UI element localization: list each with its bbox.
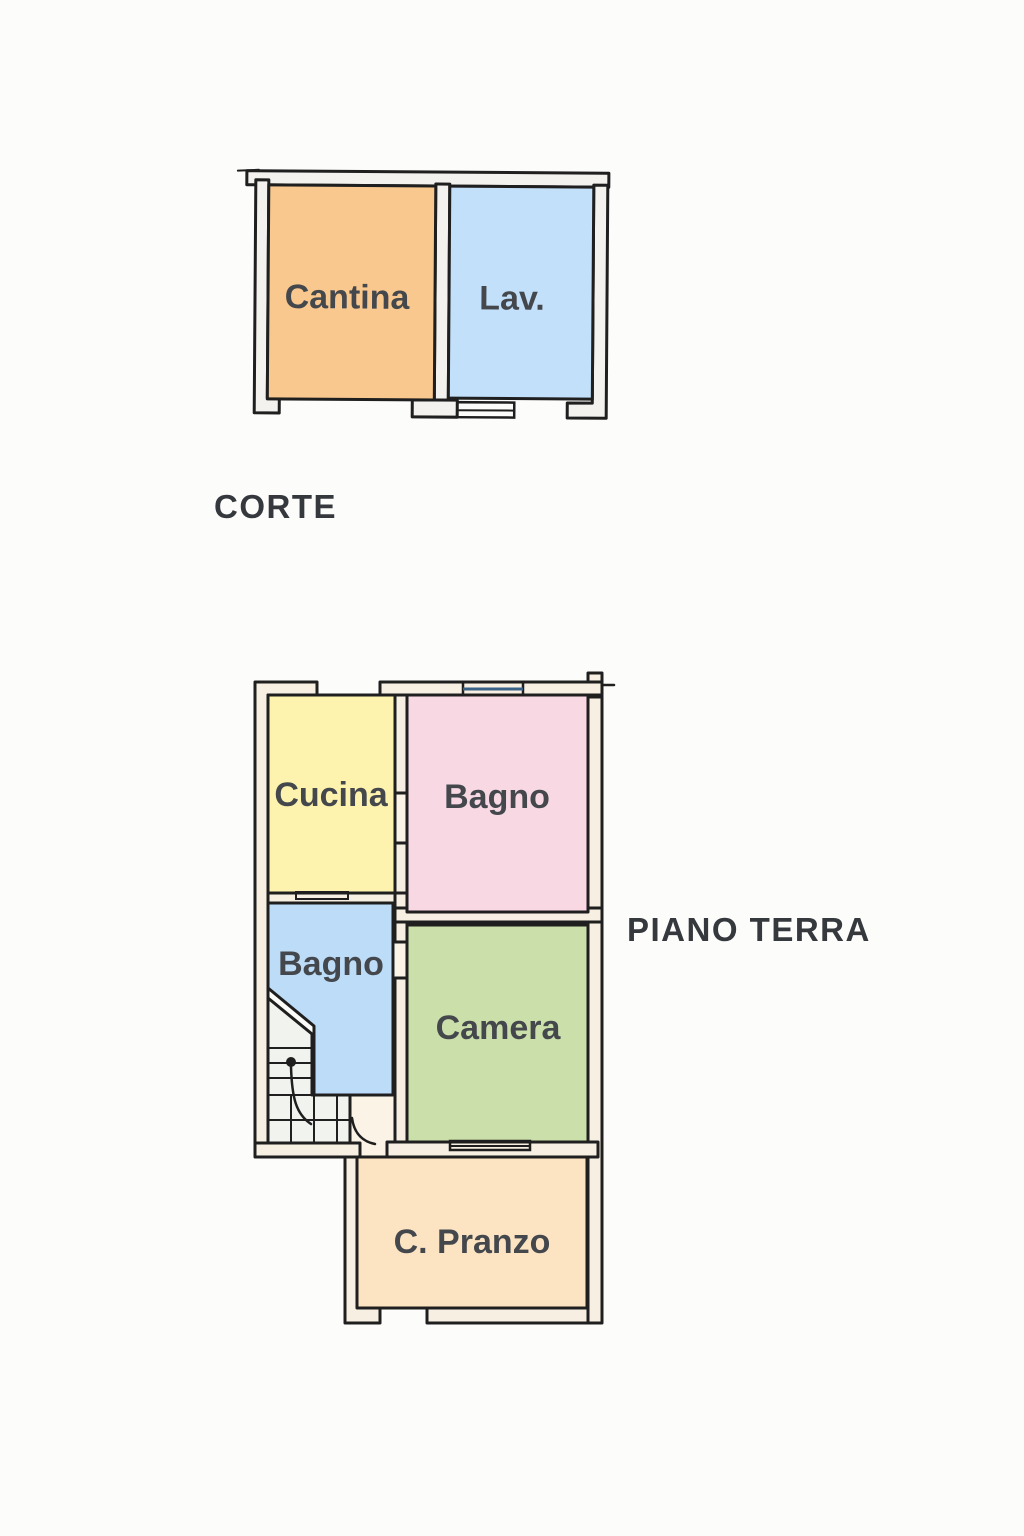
cucina-window [295, 891, 349, 900]
corte-section-label: CORTE [214, 488, 337, 525]
room-cantina [265, 183, 438, 402]
pranzo-door-arc [350, 1116, 377, 1146]
corte-bottom-middle-wall [410, 398, 459, 419]
stair-direction-arrow [289, 1065, 313, 1126]
room-cucina-label: Cucina [274, 776, 388, 814]
room-cantina-label: Cantina [285, 278, 411, 317]
wall-hall-camera-lower [393, 976, 409, 1145]
camera-window [448, 1139, 532, 1152]
room-bagno-pink-label: Bagno [444, 778, 550, 816]
room-lav [446, 184, 596, 401]
door-gap-pranzo [360, 1143, 387, 1157]
piano-terra-plan: Cucina Bagno Bagno Camera C. Pranzo [253, 671, 616, 1325]
corte-plan: Cantina Lav. [236, 168, 611, 420]
stair-treads [267, 1047, 351, 1144]
corte-top-wall-overshoot [236, 168, 260, 172]
room-bagno-blue-label: Bagno [278, 945, 384, 983]
room-camera [405, 923, 590, 1144]
pt-bottom-left-wall [253, 1141, 362, 1159]
pt-right-wall [586, 693, 604, 1325]
door-gap-cucina-bagno [395, 793, 407, 843]
room-camera-label: Camera [436, 1009, 562, 1047]
stairs [266, 996, 352, 1145]
stair-start-dot [286, 1057, 296, 1067]
room-pranzo-label: C. Pranzo [394, 1223, 551, 1261]
room-pranzo [355, 1155, 589, 1310]
stairs-outline [266, 996, 352, 1145]
room-lav-label: Lav. [479, 279, 545, 317]
corte-right-wall [565, 183, 610, 420]
piano-terra-section-label: PIANO TERRA [627, 911, 871, 948]
room-bagno-pink [405, 693, 590, 914]
wall-cucina-bagno-upper [393, 693, 409, 795]
pt-bottom-wall [425, 1306, 600, 1325]
lav-window [455, 400, 516, 419]
door-gap-camera [395, 943, 407, 977]
